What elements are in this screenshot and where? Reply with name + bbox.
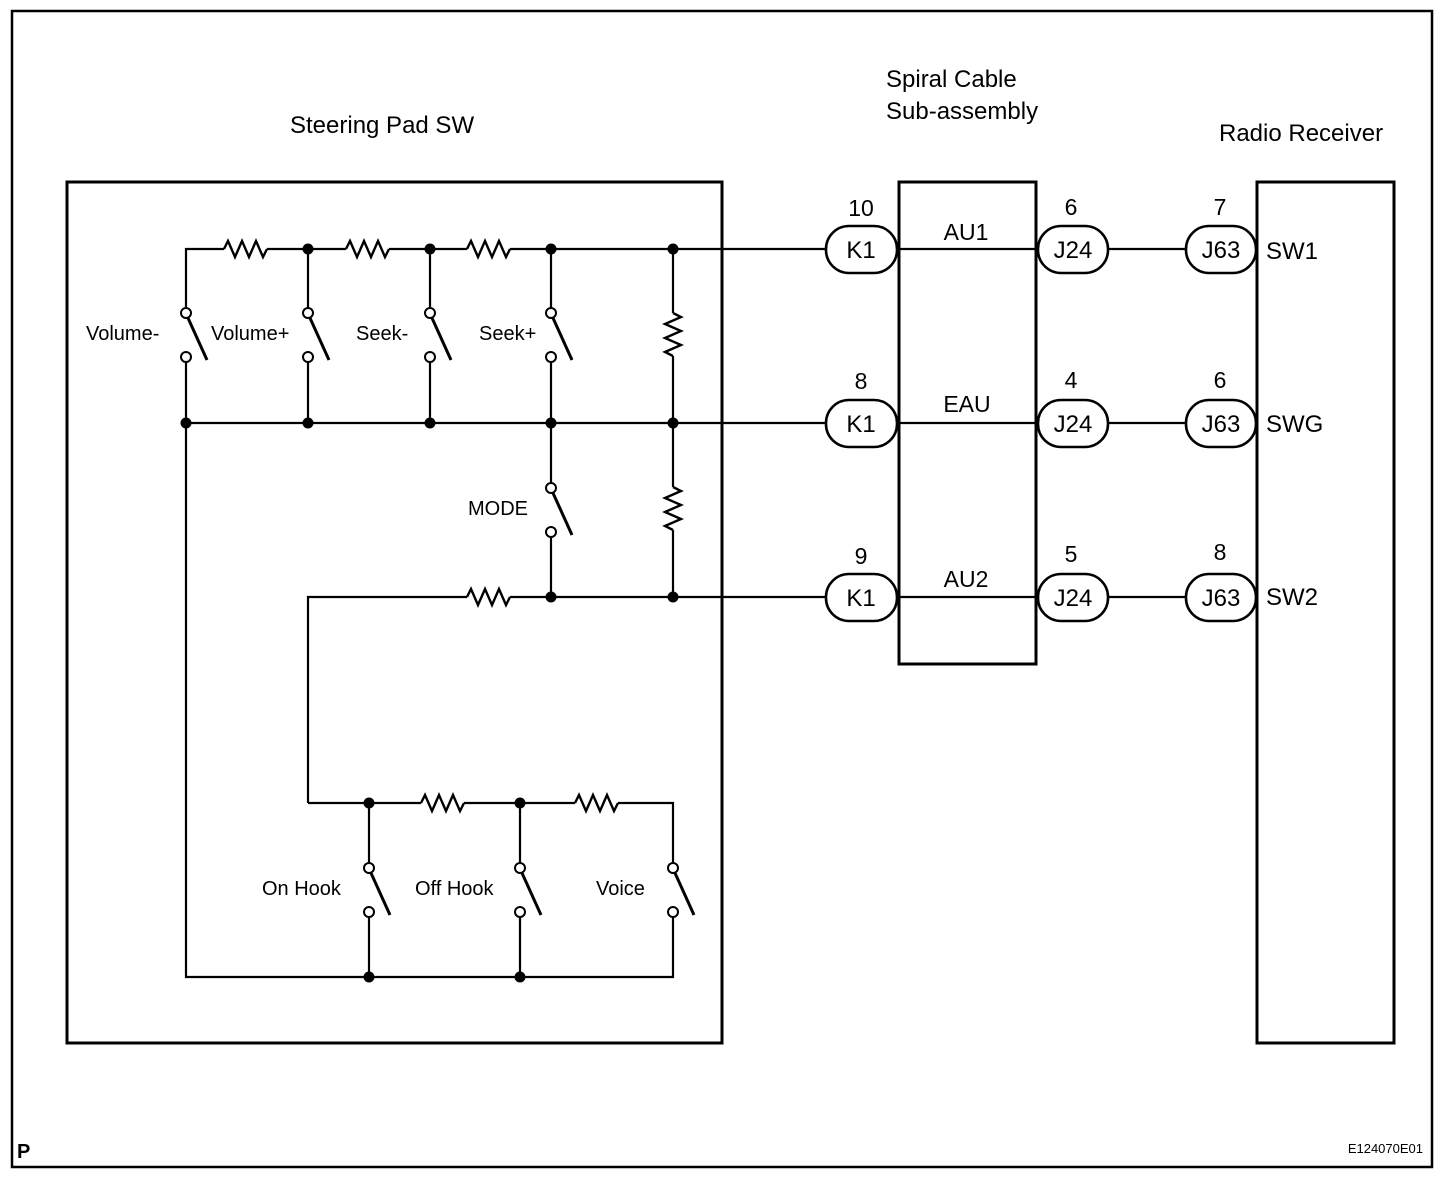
- connector-j63-label: J63: [1202, 411, 1241, 438]
- connector-j63-label: J63: [1202, 237, 1241, 264]
- corner-mark: P: [17, 1141, 30, 1163]
- resistor-icon: [465, 238, 512, 260]
- pin-number-j63: 7: [1214, 194, 1227, 220]
- switch-label-volume-minus: Volume-: [86, 323, 159, 345]
- switch-on-hook: [363, 862, 392, 918]
- outer-frame: [10, 9, 1434, 1169]
- terminal-label: SWG: [1266, 411, 1323, 438]
- steering-pad-title: Steering Pad SW: [290, 112, 474, 139]
- resistor-icon: [222, 238, 269, 260]
- connector-j24-pill: [1036, 224, 1110, 275]
- figure-code: E124070E01: [1348, 1141, 1423, 1156]
- pin-number-j24: 6: [1065, 194, 1078, 220]
- connection-row-au1: K1 J24 J63 10 6 7 AU1 SW1: [824, 194, 1318, 275]
- resistor-icon: [662, 311, 684, 358]
- spiral-cable-subtitle: Sub-assembly: [886, 98, 1038, 125]
- switch-seek-plus: [545, 307, 574, 363]
- switch-label-off-hook: Off Hook: [415, 878, 495, 900]
- switch-label-on-hook: On Hook: [262, 878, 342, 900]
- pin-number-j63: 6: [1214, 367, 1227, 393]
- connector-k1-pill: [824, 224, 899, 275]
- connector-j24-label: J24: [1054, 237, 1093, 264]
- switch-off-hook: [514, 862, 543, 918]
- connector-j24-pill: [1036, 572, 1110, 623]
- switch-label-voice: Voice: [596, 878, 645, 900]
- connector-j63-pill: [1184, 572, 1258, 623]
- switch-volume-plus: [302, 307, 331, 363]
- connector-k1-label: K1: [846, 237, 875, 264]
- connector-k1-pill: [824, 398, 899, 449]
- signal-label: AU2: [944, 566, 989, 592]
- pin-number-k1: 9: [855, 543, 868, 569]
- switch-voice: [667, 862, 696, 918]
- connector-j63-pill: [1184, 398, 1258, 449]
- connector-j24-pill: [1036, 398, 1110, 449]
- spiral-cable-title: Spiral Cable: [886, 66, 1017, 93]
- steering-pad-circuit: [180, 238, 828, 983]
- terminal-label: SW2: [1266, 584, 1318, 611]
- switch-seek-minus: [424, 307, 453, 363]
- radio-receiver-title: Radio Receiver: [1219, 120, 1383, 147]
- pin-number-j63: 8: [1214, 539, 1227, 565]
- switch-label-volume-plus: Volume+: [211, 323, 289, 345]
- connector-j63-pill: [1184, 224, 1258, 275]
- pin-number-k1: 8: [855, 368, 868, 394]
- pin-number-j24: 5: [1065, 541, 1078, 567]
- signal-label: AU1: [944, 219, 989, 245]
- pin-number-k1: 10: [848, 195, 874, 221]
- pin-number-j24: 4: [1065, 367, 1078, 393]
- connector-j24-label: J24: [1054, 411, 1093, 438]
- resistor-icon: [465, 586, 512, 608]
- steering-pad-box: [65, 180, 724, 1045]
- switch-mode: [545, 482, 574, 538]
- connector-k1-pill: [824, 572, 899, 623]
- connection-row-eau: K1 J24 J63 8 4 6 EAU SWG: [824, 367, 1323, 449]
- switch-label-seek-plus: Seek+: [479, 323, 536, 345]
- signal-label: EAU: [943, 391, 990, 417]
- terminal-label: SW1: [1266, 238, 1318, 265]
- resistor-icon: [662, 485, 684, 532]
- connector-k1-label: K1: [846, 585, 875, 612]
- resistor-icon: [419, 792, 466, 814]
- resistor-icon: [573, 792, 620, 814]
- resistor-icon: [344, 238, 391, 260]
- switch-label-seek-minus: Seek-: [356, 323, 408, 345]
- radio-receiver-box: [1255, 180, 1396, 1045]
- connection-row-au2: K1 J24 J63 9 5 8 AU2 SW2: [824, 539, 1318, 623]
- switch-volume-minus: [180, 307, 209, 363]
- connector-k1-label: K1: [846, 411, 875, 438]
- switch-label-mode: MODE: [468, 498, 528, 520]
- connector-j24-label: J24: [1054, 585, 1093, 612]
- connector-j63-label: J63: [1202, 585, 1241, 612]
